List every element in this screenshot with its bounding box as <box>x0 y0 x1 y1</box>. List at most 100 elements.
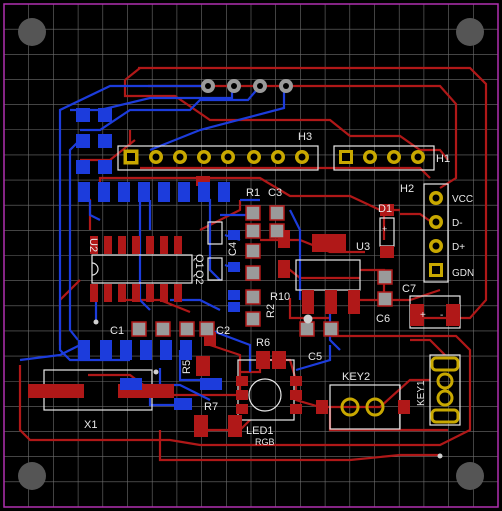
u2-pad <box>104 236 112 254</box>
u3-pad <box>348 290 360 314</box>
c6-pad <box>377 291 393 307</box>
u2-pad <box>132 284 140 302</box>
h2-pad-hole <box>432 218 440 226</box>
h3-pad-hole <box>200 153 208 161</box>
label-c6: C6 <box>376 313 390 325</box>
u2-notch <box>91 262 99 276</box>
h3-pad-hole <box>224 153 232 161</box>
c2-pad <box>179 321 195 337</box>
q2-outline <box>207 257 223 281</box>
bottom-pad <box>178 182 190 202</box>
component-pads <box>131 205 393 337</box>
led1-pad <box>290 376 302 386</box>
r6-pad <box>272 351 286 369</box>
bottom-pad <box>120 340 132 360</box>
bottom-pad <box>228 262 240 272</box>
c7-pad <box>410 304 424 326</box>
label-r2: R2 <box>265 304 277 318</box>
mounting-hole <box>456 462 484 490</box>
label-vcc: VCC <box>452 194 473 205</box>
connector-pad-hole <box>283 83 289 89</box>
mounting-hole <box>456 18 484 46</box>
via <box>93 319 99 325</box>
key1-pad <box>430 356 460 372</box>
c6-pad <box>377 269 393 285</box>
r6-pad <box>256 351 270 369</box>
key1-pads <box>430 356 460 424</box>
label-h2: H2 <box>400 183 414 195</box>
mounting-hole <box>18 462 46 490</box>
c5-pad <box>299 321 315 337</box>
bottom-pad <box>140 340 152 360</box>
c1-pad <box>131 321 147 337</box>
connector-pad-hole <box>257 83 263 89</box>
trace <box>199 200 242 231</box>
trace <box>88 200 101 221</box>
u2-pad <box>118 236 126 254</box>
u2-pad <box>174 284 182 302</box>
trace <box>80 85 261 132</box>
mounting-holes <box>18 18 484 490</box>
bottom-pad <box>228 302 240 312</box>
r1-pad <box>245 223 261 239</box>
connector-pad-hole <box>231 83 237 89</box>
label-c2: C2 <box>216 325 230 337</box>
led1-pad <box>290 404 302 414</box>
c3-pad <box>269 205 285 221</box>
board-outline <box>3 3 499 508</box>
trace <box>124 67 141 81</box>
via <box>437 453 443 459</box>
label-gnd: GDN <box>452 268 474 279</box>
key2-pads <box>316 397 410 417</box>
trace <box>209 328 252 372</box>
mounting-hole <box>18 18 46 46</box>
bottom-pad <box>98 108 112 122</box>
bottom-pad <box>98 182 110 202</box>
u2-pad <box>132 236 140 254</box>
key1-pad <box>436 389 454 407</box>
c4-pad <box>245 265 261 281</box>
bottom-pad <box>228 290 240 300</box>
bottom-pad <box>180 340 192 360</box>
u3-pad <box>325 290 337 314</box>
bottom-pad <box>120 378 142 390</box>
label-r10: R10 <box>270 291 290 303</box>
u2-pad <box>118 284 126 302</box>
silkscreen-labels: H3 H1 H2 VCC D- D+ GDN U3 D1 R1 C3 R10 C… <box>84 131 474 447</box>
u2-pad <box>160 284 168 302</box>
h3-outline <box>117 145 319 171</box>
led1-outline <box>248 378 282 412</box>
trace <box>148 84 458 189</box>
through-hole-pads <box>123 79 460 424</box>
r2-pad <box>245 289 261 305</box>
h3-pad-hole <box>152 153 160 161</box>
h2-pad-gnd-hole <box>432 266 440 274</box>
label-d1: D1 <box>378 203 392 215</box>
h1-outline <box>333 145 435 171</box>
label-u2: U2 <box>87 238 99 252</box>
bottom-pad <box>118 182 130 202</box>
key2-smd-pad <box>316 400 328 414</box>
trace <box>140 166 431 179</box>
c4-pad <box>245 243 261 259</box>
bottom-pad <box>200 378 222 390</box>
bottom-pad <box>98 160 112 174</box>
trace <box>138 66 488 320</box>
u2-pad <box>90 284 98 302</box>
via <box>153 369 159 375</box>
h1-pad-hole <box>366 153 374 161</box>
trace <box>289 209 302 300</box>
h1-pad-1-hole <box>342 153 350 161</box>
u2-pad <box>146 236 154 254</box>
r1-pad <box>245 205 261 221</box>
label-c7-plus: + <box>420 310 426 321</box>
r5-pad <box>196 356 210 376</box>
h1-header <box>339 150 425 164</box>
key1-pad <box>430 408 460 424</box>
label-r5: R5 <box>181 360 193 374</box>
u2-outline <box>91 254 193 284</box>
led1-pad <box>290 390 302 400</box>
label-q2: Q2 <box>193 270 205 285</box>
label-led1: LED1 <box>246 425 274 437</box>
key2-smd-pad <box>398 400 410 414</box>
